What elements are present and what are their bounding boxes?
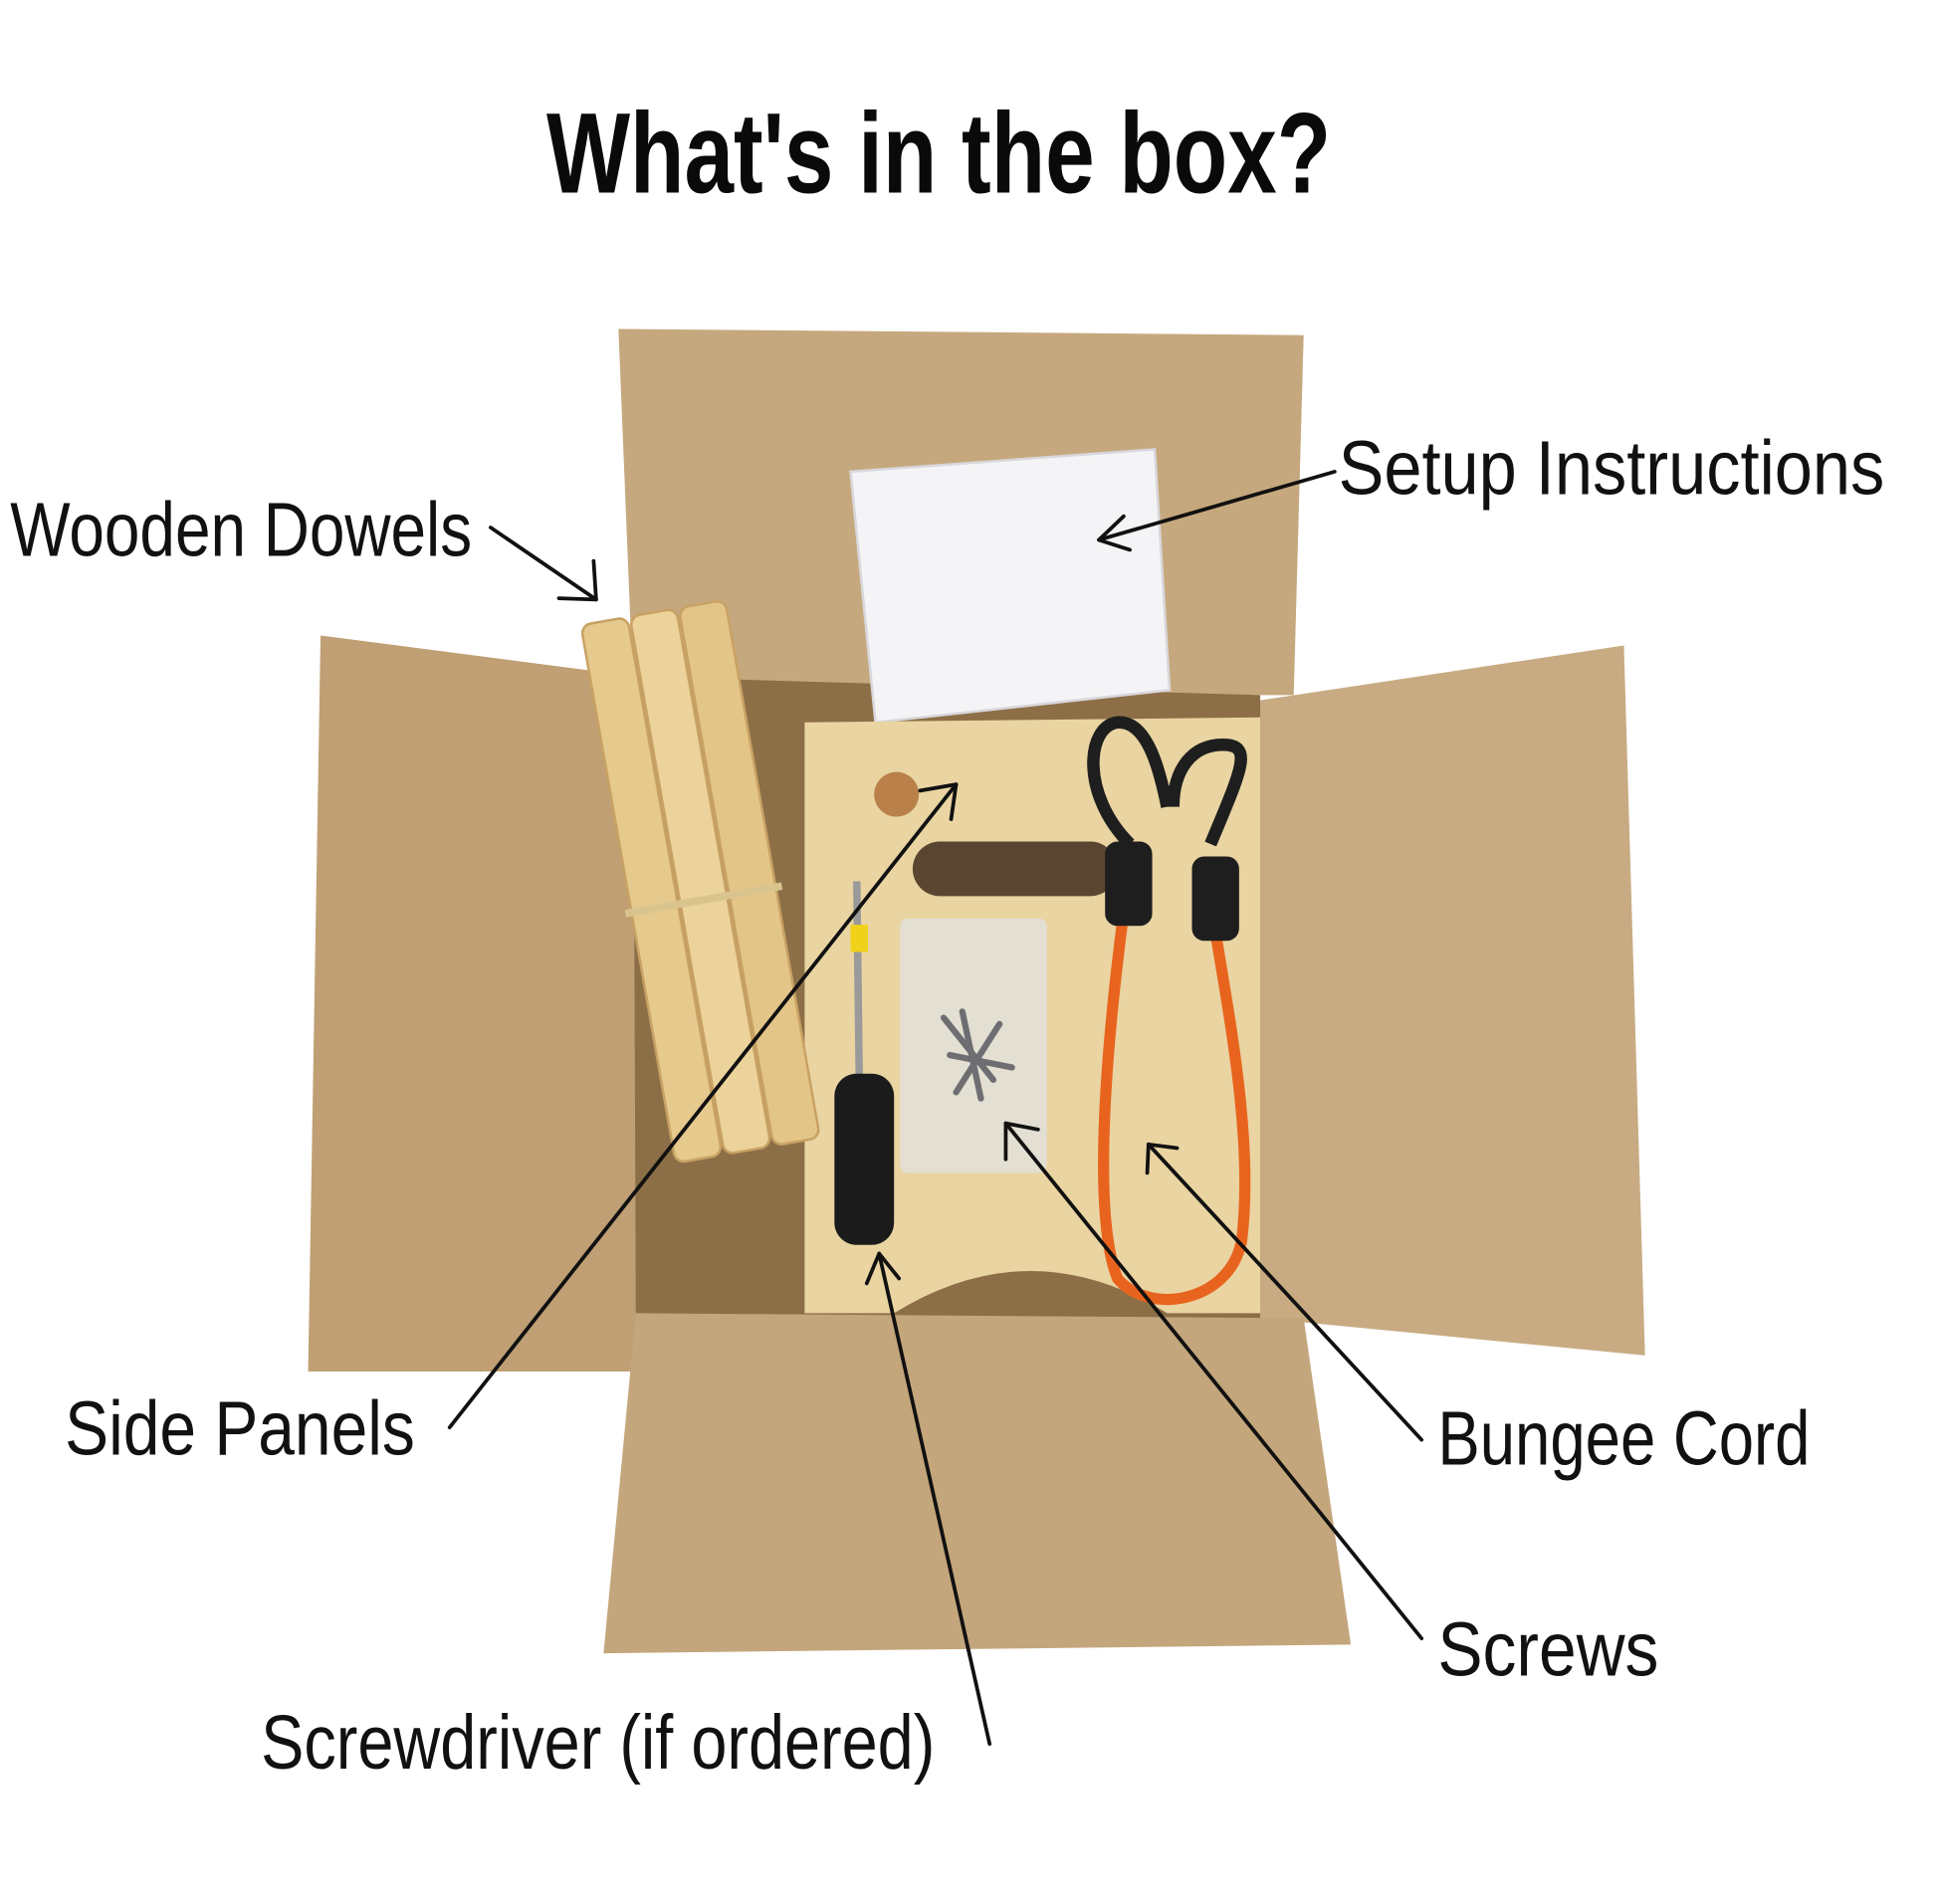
label-side-panels: Side Panels <box>65 1386 415 1472</box>
annotation-arrows <box>447 470 1424 1746</box>
arrow-bungee-cord <box>1145 1142 1424 1442</box>
label-setup-instructions: Setup Instructions <box>1339 425 1885 511</box>
board-handle-slot <box>912 841 1118 897</box>
label-screwdriver: Screwdriver (if ordered) <box>261 1700 935 1786</box>
wooden-dowels-bundle <box>580 600 820 1164</box>
screws-bag <box>900 918 1047 1173</box>
label-bungee-cord: Bungee Cord <box>1437 1396 1810 1482</box>
arrow-wooden-dowels <box>489 526 598 602</box>
arrow-screwdriver <box>864 1251 992 1746</box>
box-bottom-flap <box>603 1313 1352 1654</box>
label-wooden-dowels: Wooden Dowels <box>10 488 472 573</box>
box-left-flap <box>308 635 641 1373</box>
label-screws: Screws <box>1437 1607 1658 1693</box>
arrow-screws <box>1003 1121 1424 1640</box>
screwdriver <box>834 881 895 1245</box>
setup-instructions-paper <box>849 448 1172 725</box>
page-title: What's in the box? <box>546 90 1331 217</box>
arrow-side-panels <box>447 782 959 1429</box>
bungee-cord <box>1087 716 1251 1306</box>
box-right-flap <box>1253 645 1645 1356</box>
arrow-setup-instructions <box>1097 470 1337 552</box>
